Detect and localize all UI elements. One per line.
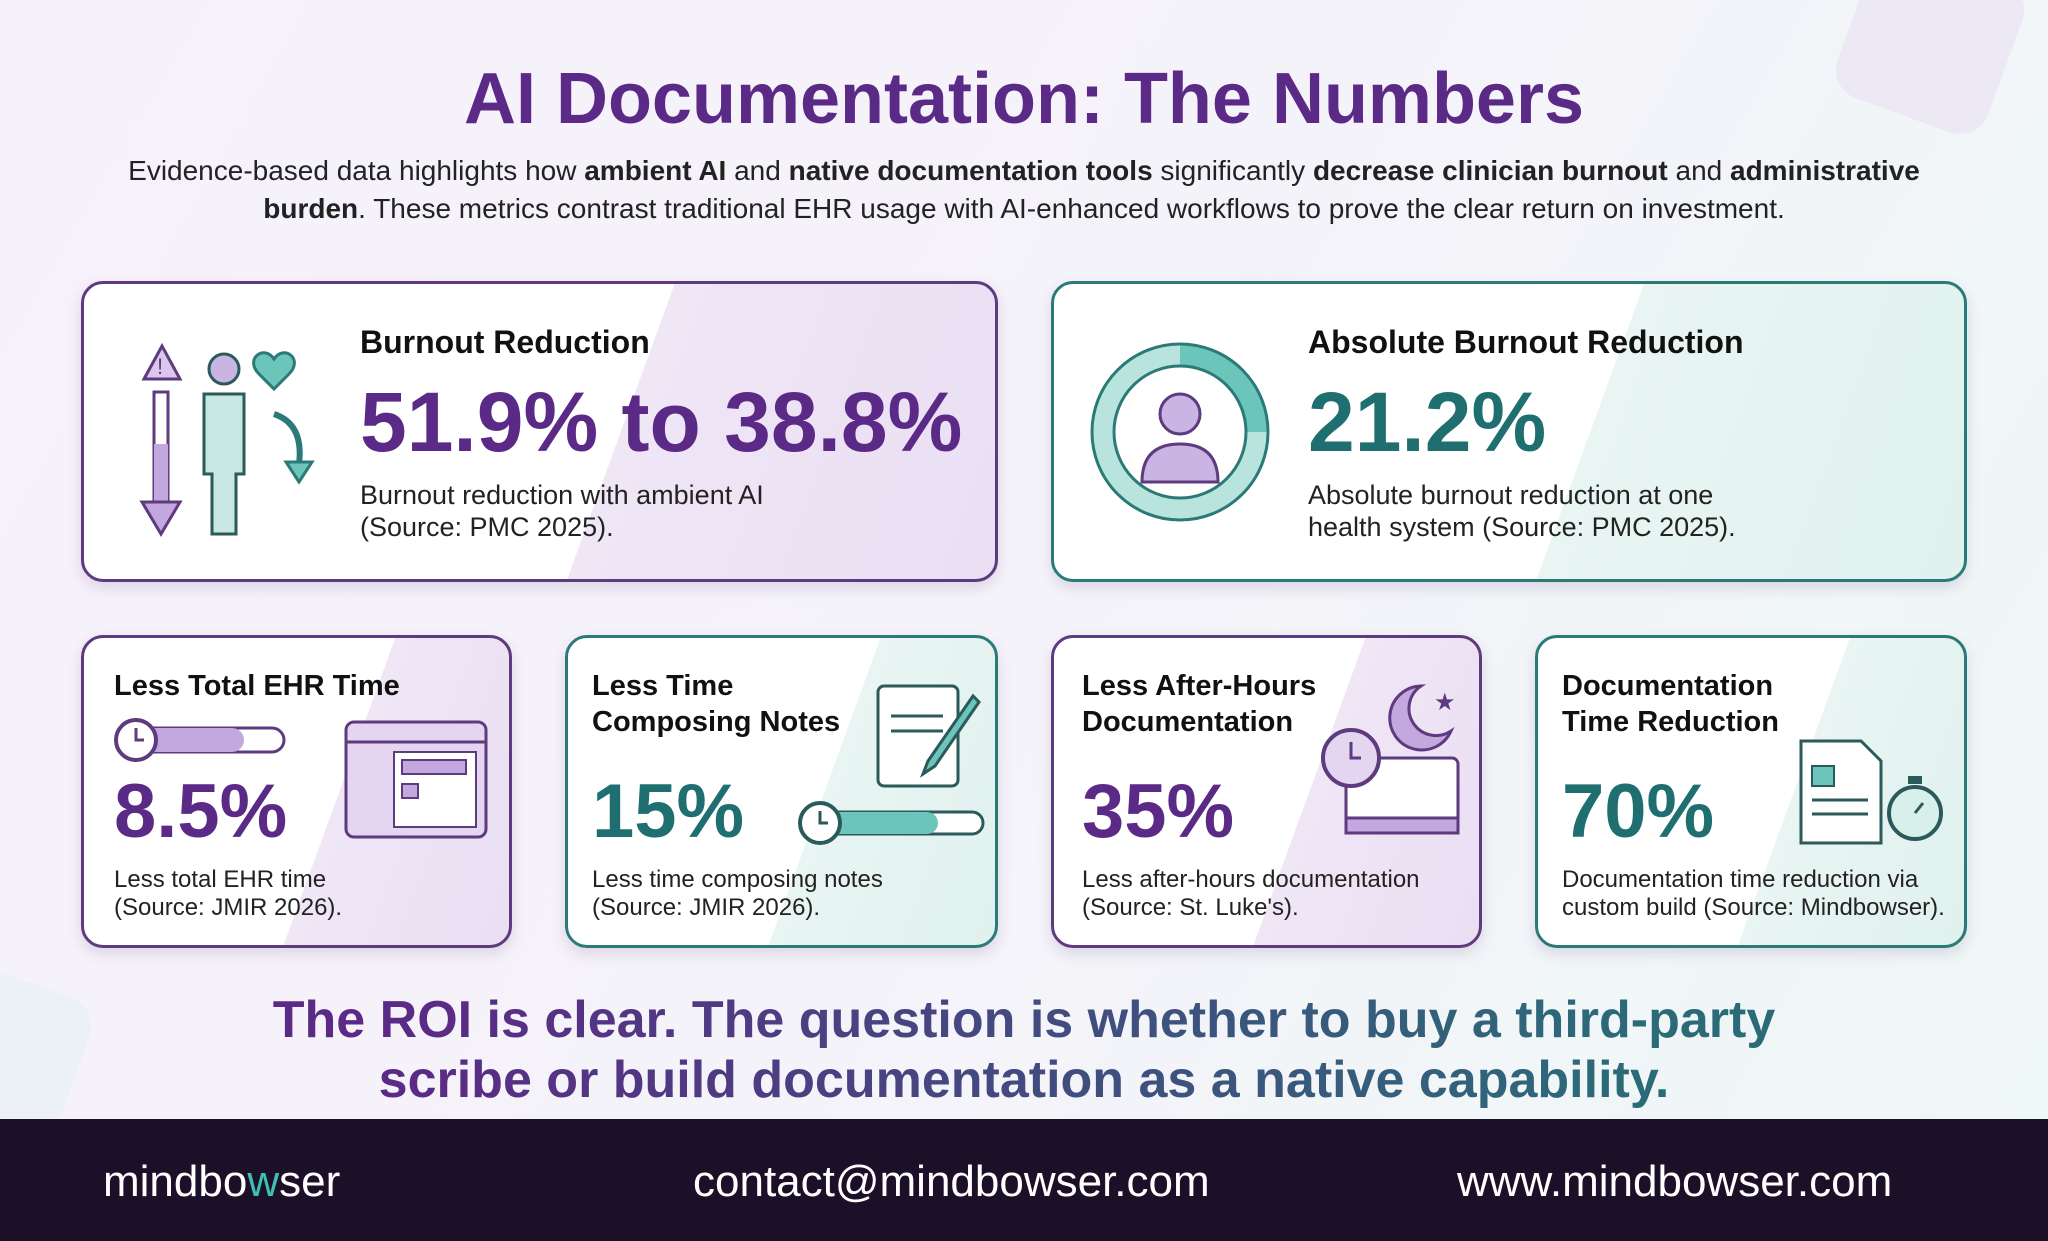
card-description: Documentation time reduction via: [1562, 866, 1919, 893]
logo-text: ser: [279, 1157, 341, 1206]
card-description: Burnout reduction with ambient AI: [360, 480, 764, 510]
card-source: (Source: JMIR 2026).: [114, 894, 343, 921]
card-source: (Source: JMIR 2026).: [592, 894, 821, 921]
footer: mindbowser contact@mindbowser.com www.mi…: [0, 1119, 2048, 1241]
card-heading: Documentation: [1082, 706, 1294, 738]
subtitle: Evidence-based data highlights how ambie…: [90, 152, 1958, 228]
card-source: (Source: PMC 2025).: [360, 512, 614, 542]
subtitle-bold: ambient AI: [584, 155, 727, 186]
card-heading: Absolute Burnout Reduction: [1308, 324, 1744, 360]
logo-text: mindbo: [103, 1157, 248, 1206]
card-heading: Documentation: [1562, 670, 1774, 702]
subtitle-text: . These metrics contrast traditional EHR…: [358, 193, 1785, 224]
card-absolute-burnout-reduction: Absolute Burnout Reduction 21.2% Absolut…: [1051, 281, 1967, 582]
notepad-pen-icon: [876, 684, 981, 788]
card-heading: Composing Notes: [592, 706, 841, 738]
subtitle-text: and: [1667, 155, 1730, 186]
card-less-after-hours-documentation: Less After-Hours Documentation ★ 35% Les…: [1051, 635, 1482, 948]
card-source: custom build (Source: Mindbowser).: [1562, 894, 1945, 921]
card-description: Less time composing notes: [592, 866, 883, 893]
conclusion-text: The ROI is clear. The question is whethe…: [0, 990, 2048, 1110]
page-title: AI Documentation: The Numbers: [463, 59, 1585, 139]
card-documentation-time-reduction: Documentation Time Reduction 70% Documen…: [1535, 635, 1967, 948]
timer-progress-icon: [114, 718, 286, 762]
card-source: health system (Source: PMC 2025).: [1308, 512, 1736, 542]
card-description: Absolute burnout reduction at one: [1308, 480, 1714, 510]
subtitle-text: significantly: [1152, 155, 1313, 186]
card-less-time-composing-notes: Less Time Composing Notes 15% Less time …: [565, 635, 998, 948]
card-description: Less total EHR time: [114, 866, 327, 893]
card-heading: Time Reduction: [1562, 706, 1779, 738]
subtitle-bold: administrative burden: [263, 155, 1920, 224]
card-value: 8.5%: [114, 769, 288, 854]
card-heading: Less Total EHR Time: [114, 670, 400, 702]
card-value: 15%: [592, 769, 745, 854]
conclusion-line-2: scribe or build documentation as a nativ…: [378, 1051, 1670, 1109]
card-value: 35%: [1082, 769, 1235, 854]
logo-text-accent: w: [247, 1157, 280, 1206]
card-description: Less after-hours documentation: [1082, 866, 1420, 893]
card-value: 51.9% to 38.8%: [360, 375, 963, 469]
ehr-window-icon: [344, 720, 488, 839]
moon-monitor-clock-icon: ★: [1321, 684, 1460, 835]
subtitle-bold: decrease clinician burnout: [1312, 155, 1668, 186]
website-link[interactable]: www.mindbowser.com: [1457, 1157, 1893, 1206]
card-heading: Less Time: [592, 670, 734, 702]
stressed-person-heart-icon: !: [139, 342, 315, 537]
document-stopwatch-icon: [1799, 739, 1943, 845]
card-less-total-ehr-time: Less Total EHR Time 8.5% Less total EHR …: [81, 635, 512, 948]
subtitle-bold: native documentation tools: [788, 155, 1153, 186]
card-value: 21.2%: [1308, 375, 1547, 469]
timer-progress-icon: [798, 801, 985, 845]
card-heading: Less After-Hours: [1082, 670, 1317, 702]
card-heading: Burnout Reduction: [360, 324, 650, 360]
doctor-donut-icon: [1090, 342, 1270, 522]
subtitle-text: and: [726, 155, 789, 186]
subtitle-text: Evidence-based data highlights how: [128, 155, 585, 186]
svg-text:!: !: [157, 354, 163, 379]
conclusion-line-1: The ROI is clear. The question is whethe…: [272, 991, 1776, 1049]
card-value: 70%: [1562, 769, 1715, 854]
svg-text:★: ★: [1434, 689, 1456, 716]
mindbowser-logo: mindbowser: [103, 1157, 340, 1207]
card-source: (Source: St. Luke's).: [1082, 894, 1299, 921]
contact-email-link[interactable]: contact@mindbowser.com: [693, 1157, 1210, 1206]
card-burnout-reduction: ! Burnout Reduction 51.9% to 38.8% Burno…: [81, 281, 998, 582]
